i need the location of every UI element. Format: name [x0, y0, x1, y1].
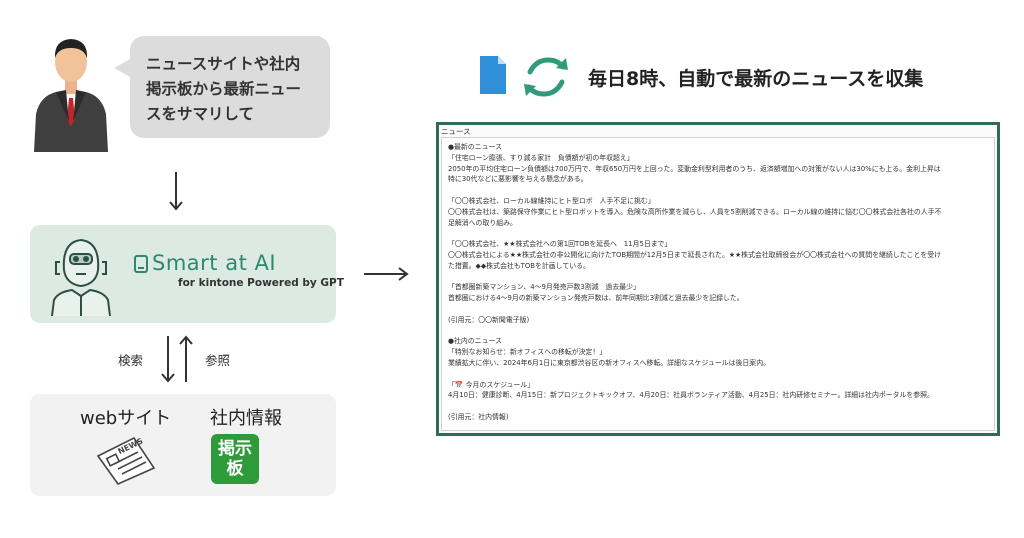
brand-name: Smart at AI: [152, 251, 277, 275]
news-line: (引用元：社内情報): [448, 412, 509, 421]
news-blank-line: [448, 369, 988, 380]
news-panel-title: ニュース: [441, 127, 471, 136]
header-title: 毎日8時、自動で最新のニュースを収集: [588, 68, 924, 90]
news-blank-line: [448, 326, 988, 337]
news-line: 「特別なお知らせ：新オフィスへの移転が決定！」: [448, 348, 607, 357]
search-label: 検索: [118, 353, 144, 368]
bulletin-board-icon: 掲示 板: [211, 434, 259, 484]
news-blank-line: [448, 185, 988, 196]
right-arrow-icon: [364, 267, 409, 281]
robot-icon: [51, 238, 111, 316]
news-line: 4月10日：健康診断、4月15日：新プロジェクトキックオフ、4月20日：社員ボラ…: [448, 391, 934, 400]
news-line: 「〇〇株式会社、★★株式会社への第1回TOBを延長へ 11月5日まで」: [448, 240, 672, 249]
news-line: 〇〇株式会社は、築路保守作業にヒト型ロボットを導入。危険な高所作業を減らし、人員…: [448, 207, 942, 216]
up-down-arrows-icon: [161, 335, 193, 383]
sync-icon: [524, 57, 568, 97]
document-icon: [480, 56, 506, 94]
news-line: 「📅 今月のスケジュール」: [448, 380, 535, 389]
news-line: 〇〇株式会社による★★株式会社の非公開化に向けたTOB期間が12月5日まで延長さ…: [448, 250, 942, 259]
speech-bubble-tail: [114, 58, 132, 78]
news-line: 業績拡大に伴い、2024年6月1日に東京都渋谷区の新オフィスへ移転。詳細なスケジ…: [448, 358, 770, 367]
brand-subtitle: for kintone Powered by GPT: [178, 277, 344, 289]
speech-bubble: ニュースサイトや社内 掲示板から最新ニュー スをサマリして: [130, 36, 330, 138]
news-blank-line: [448, 272, 988, 283]
intranet-label: 社内情報: [210, 408, 282, 429]
reference-label: 参照: [205, 353, 231, 368]
news-panel-content: ●最新のニュース「住宅ローン膨張、すり減る家計 負債額が初の年収超え」 2050年…: [441, 137, 995, 431]
news-line: 足解消への取り組み。: [448, 218, 517, 227]
news-line: (引用元：〇〇新聞電子版): [448, 315, 530, 324]
news-blank-line: [448, 228, 988, 239]
news-blank-line: [448, 304, 988, 315]
news-line: 特に30代などに悪影響を与える懸念がある。: [448, 175, 588, 184]
news-line: 「〇〇株式会社、ローカル線維持にヒト型ロボ 人手不足に挑む」: [448, 196, 655, 205]
news-blank-line: [448, 401, 988, 412]
news-line: 「首都圏新築マンション、4〜9月発売戸数3割減 過去最少」: [448, 283, 640, 292]
news-line: た措置。◆◆株式会社もTOBを計画している。: [448, 261, 590, 270]
news-line: ●社内のニュース: [448, 337, 502, 346]
smart-at-ai-logo-icon: [134, 255, 148, 273]
news-line: 「住宅ローン膨張、すり減る家計 負債額が初の年収超え」: [448, 153, 634, 162]
news-line: ●最新のニュース: [448, 143, 502, 151]
down-arrow-icon: [169, 172, 183, 211]
newspaper-icon: NEWS: [96, 436, 156, 485]
sources-box: [30, 394, 336, 496]
businessman-illustration: [34, 39, 108, 152]
web-site-label: webサイト: [80, 408, 172, 429]
news-line: 首都圏における4〜9月の新築マンション発売戸数は、前年同期比3割減と過去最少を記…: [448, 294, 744, 303]
bulletin-board-icon-text: 掲示 板: [218, 439, 252, 479]
news-line: 2050年の平均住宅ローン負債額は700万円で、年収650万円を上回った。変動金…: [448, 164, 941, 173]
